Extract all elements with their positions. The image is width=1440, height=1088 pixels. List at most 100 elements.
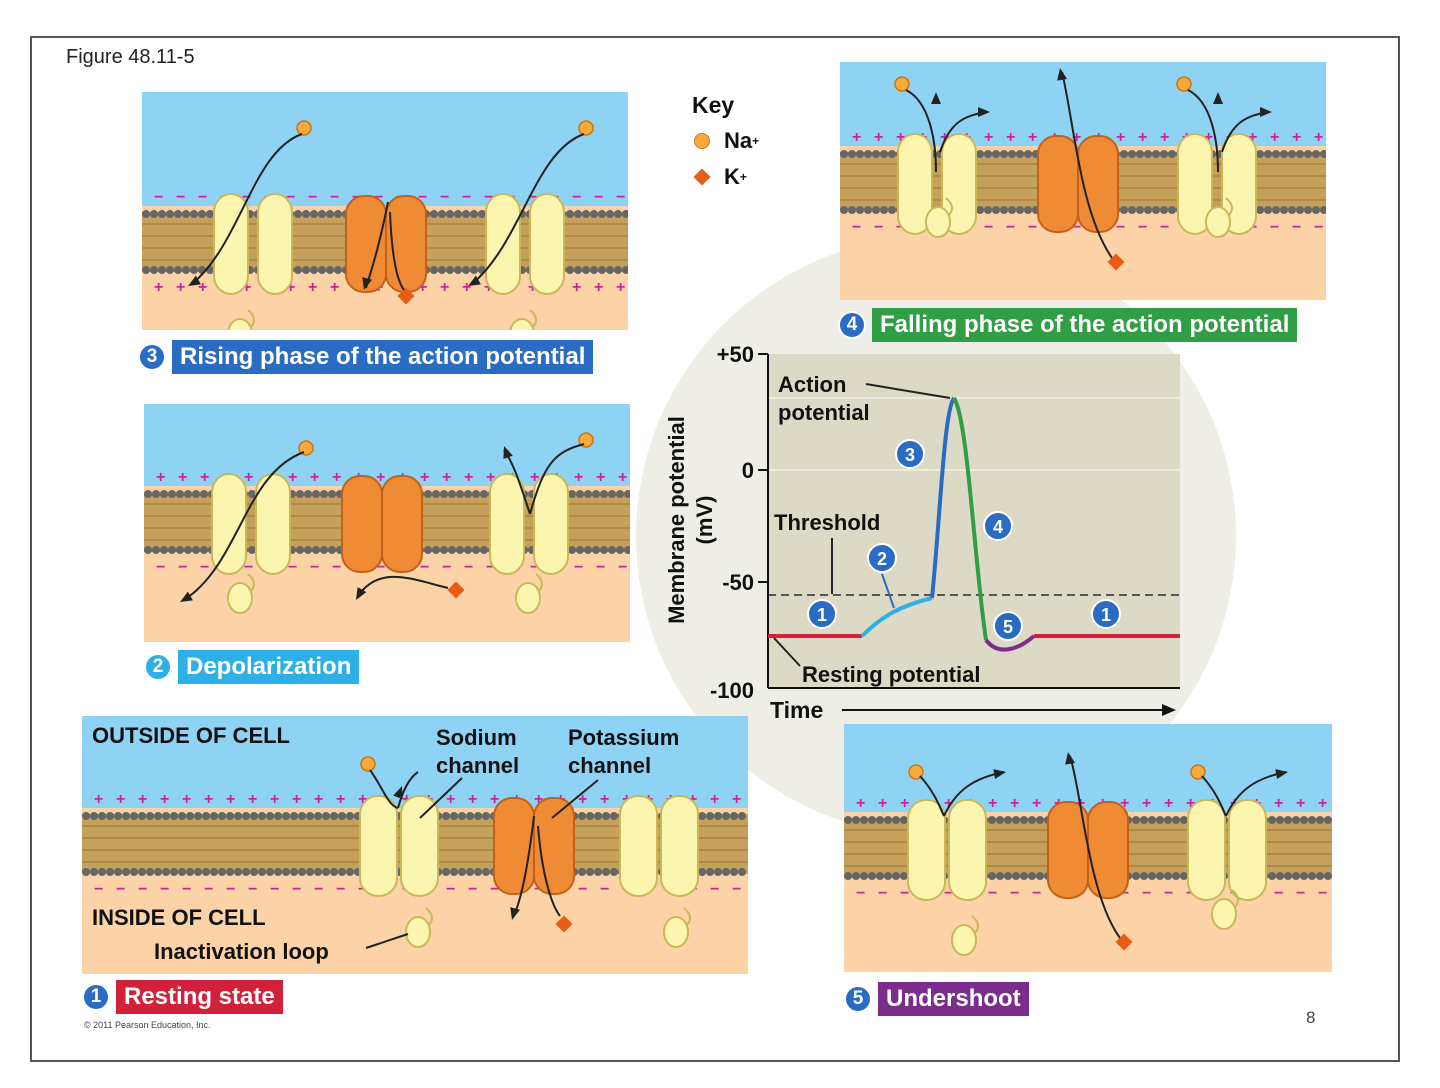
caption-falling: 4 Falling phase of the action potential: [838, 308, 1298, 342]
svg-text:−: −: [204, 881, 213, 898]
svg-text:+: +: [1164, 795, 1173, 812]
panel-resting-state: +−+−+−+−+−+−+−+−+−+−+−+−+−+−+−+−+−+−+−+−…: [82, 716, 748, 974]
key-k-sup: +: [739, 170, 747, 184]
svg-text:−: −: [596, 559, 605, 576]
ion-flow-arrow: [468, 133, 585, 286]
ion-flow-arrow: [188, 133, 303, 286]
key-row-na: Na+: [692, 123, 759, 159]
svg-text:+: +: [578, 791, 587, 808]
svg-text:−: −: [944, 885, 953, 902]
svg-text:+: +: [288, 469, 297, 486]
action-potential-graph: +50 0 -50 -100 Membrane potential (mV) T…: [664, 342, 1180, 723]
caption-depolarization-text: Depolarization: [178, 650, 360, 684]
caption-falling-number: 4: [838, 311, 866, 339]
ion-flow-arrow: [510, 815, 535, 920]
svg-text:−: −: [420, 559, 429, 576]
svg-text:+: +: [732, 791, 741, 808]
svg-text:−: −: [440, 189, 449, 206]
svg-text:−: −: [618, 559, 627, 576]
inactivation-loop: [663, 907, 691, 948]
key-row-k: K+: [692, 159, 759, 195]
svg-text:+: +: [710, 791, 719, 808]
inactivation-loop: [227, 309, 255, 330]
caption-resting-text: Resting state: [116, 980, 283, 1014]
svg-text:+: +: [1292, 129, 1301, 146]
svg-text:−: −: [600, 881, 609, 898]
svg-text:−: −: [1296, 885, 1305, 902]
ion-flow-arrow: [180, 451, 305, 602]
caption-rising-text: Rising phase of the action potential: [172, 340, 594, 374]
inactivation-loop: [405, 907, 433, 948]
membrane-scene: +−+−+−+−+−+−+−+−+−+−+−+−+−+−+−+−+−+−+−+−…: [144, 404, 630, 642]
sodium-channel: [359, 795, 439, 897]
threshold-label: Threshold: [774, 510, 880, 535]
svg-text:−: −: [878, 885, 887, 902]
ion-flow-arrow: [1187, 89, 1223, 173]
sodium-channel: [489, 473, 569, 575]
svg-text:+: +: [248, 791, 257, 808]
phase-badge-5-text: 5: [1003, 617, 1013, 637]
potassium-ion-icon: [447, 581, 465, 599]
sodium-channel: [619, 795, 699, 897]
svg-text:+: +: [1072, 129, 1081, 146]
svg-text:+: +: [156, 469, 165, 486]
svg-text:−: −: [578, 881, 587, 898]
svg-text:−: −: [484, 189, 493, 206]
sodium-ion-icon: [694, 133, 710, 149]
svg-text:−: −: [308, 189, 317, 206]
svg-text:+: +: [358, 791, 367, 808]
sodium-channel: [211, 473, 291, 575]
ion-flow-arrow: [369, 769, 403, 809]
svg-text:−: −: [900, 885, 909, 902]
phase-badge-1a-text: 1: [817, 605, 827, 625]
svg-text:+: +: [616, 279, 625, 296]
svg-text:−: −: [178, 559, 187, 576]
sodium-ion-icon: [1190, 764, 1206, 780]
svg-text:−: −: [336, 881, 345, 898]
svg-text:+: +: [442, 469, 451, 486]
svg-text:−: −: [358, 881, 367, 898]
svg-text:−: −: [1160, 219, 1169, 236]
svg-text:−: −: [486, 559, 495, 576]
svg-text:+: +: [286, 279, 295, 296]
svg-text:+: +: [200, 469, 209, 486]
svg-text:−: −: [244, 559, 253, 576]
caption-undershoot: 5 Undershoot: [844, 982, 1029, 1016]
caption-depolarization-number: 2: [144, 653, 172, 681]
svg-text:−: −: [1318, 885, 1327, 902]
svg-text:+: +: [490, 791, 499, 808]
svg-text:−: −: [330, 189, 339, 206]
sodium-channel: [485, 193, 565, 295]
tick-label-minus100: -100: [710, 678, 754, 703]
svg-text:−: −: [314, 881, 323, 898]
svg-text:−: −: [874, 219, 883, 236]
ion-flow-arrow: [905, 89, 941, 173]
caption-resting-number: 1: [82, 983, 110, 1011]
svg-text:+: +: [160, 791, 169, 808]
svg-text:+: +: [594, 279, 603, 296]
inactivation-loop: [509, 309, 537, 330]
phase-badge-4: 4: [983, 511, 1013, 541]
inactivation-loop: [951, 915, 979, 956]
svg-text:+: +: [226, 791, 235, 808]
svg-text:+: +: [464, 469, 473, 486]
svg-text:+: +: [176, 279, 185, 296]
svg-text:+: +: [896, 129, 905, 146]
svg-text:−: −: [1072, 219, 1081, 236]
svg-text:+: +: [618, 469, 627, 486]
svg-text:−: −: [984, 219, 993, 236]
figure-label: Figure 48.11-5: [66, 46, 195, 68]
inactivation-loop: [1211, 889, 1239, 930]
sodium-ion-icon: [578, 120, 594, 136]
curve-depolarization: [860, 596, 933, 638]
phase-badge-4-text: 4: [993, 517, 1003, 537]
svg-text:+: +: [1116, 129, 1125, 146]
svg-text:+: +: [688, 791, 697, 808]
key-title: Key: [692, 92, 735, 118]
key-legend: Key Na+ K+: [692, 92, 759, 195]
svg-text:−: −: [332, 559, 341, 576]
svg-text:−: −: [226, 881, 235, 898]
svg-text:+: +: [418, 279, 427, 296]
svg-text:−: −: [464, 559, 473, 576]
